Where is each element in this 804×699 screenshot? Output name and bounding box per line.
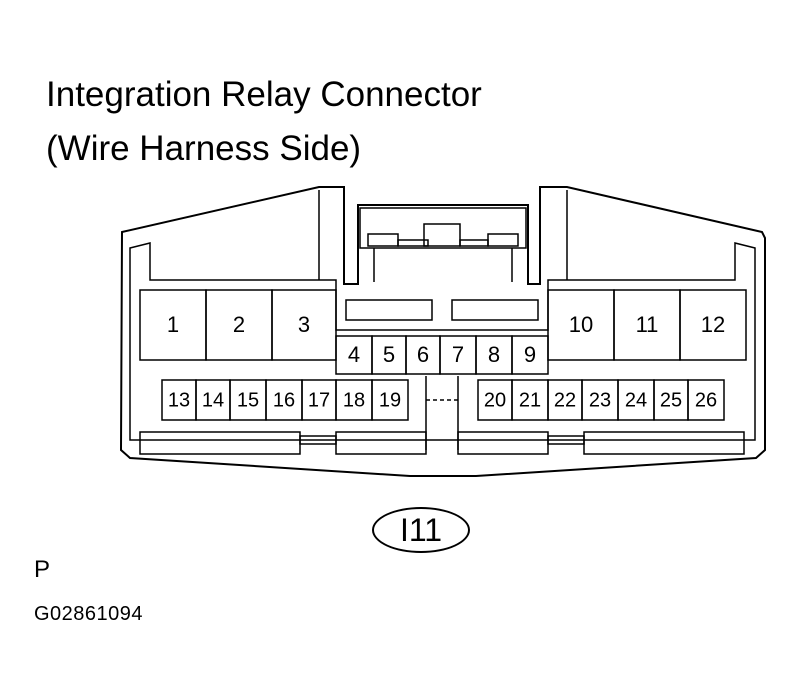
pin-row-1 xyxy=(139,289,747,361)
blank-slot-left xyxy=(345,299,433,321)
pin-label: 8 xyxy=(488,342,500,367)
pin-label: 6 xyxy=(417,342,429,367)
pin-label: 16 xyxy=(273,389,295,411)
pin-label: 22 xyxy=(554,389,576,411)
pin-label: 2 xyxy=(233,312,245,337)
corner-letter: P xyxy=(34,556,51,583)
bottom-rails xyxy=(139,431,745,455)
pin-label: 10 xyxy=(569,312,593,337)
locking-latch xyxy=(359,207,527,282)
pin-label: 19 xyxy=(379,389,401,411)
pin-label: 13 xyxy=(168,389,190,411)
pin-label: 4 xyxy=(348,342,360,367)
pin-label: 14 xyxy=(202,389,224,411)
connector-inner-outline xyxy=(129,242,756,441)
diagram-subtitle: (Wire Harness Side) xyxy=(46,129,362,168)
pin-label: 18 xyxy=(343,389,365,411)
center-key xyxy=(425,376,459,450)
pin-label: 5 xyxy=(383,342,395,367)
pin-label: 24 xyxy=(625,389,647,411)
pin-label: 20 xyxy=(484,389,506,411)
pin-label: 11 xyxy=(636,312,659,337)
pin-label: 7 xyxy=(452,342,464,367)
pin-label: 3 xyxy=(298,312,310,337)
diagram-title: Integration Relay Connector xyxy=(46,75,482,114)
connector-code-badge: I11 xyxy=(372,507,470,553)
pin-label: 26 xyxy=(695,389,717,411)
pin-label: 9 xyxy=(524,342,536,367)
pin-row-3 xyxy=(161,379,725,421)
reference-number: G02861094 xyxy=(34,603,144,625)
pin-label: 21 xyxy=(519,389,541,411)
pin-label: 15 xyxy=(237,389,259,411)
pin-label: 17 xyxy=(308,389,330,411)
pin-label: 12 xyxy=(701,312,725,337)
pin-row-2 xyxy=(335,335,549,375)
blank-slot-right xyxy=(451,299,539,321)
connector-housing xyxy=(119,186,766,477)
pin-label: 1 xyxy=(167,312,179,337)
pin-label: 23 xyxy=(589,389,611,411)
pin-label: 25 xyxy=(660,389,682,411)
